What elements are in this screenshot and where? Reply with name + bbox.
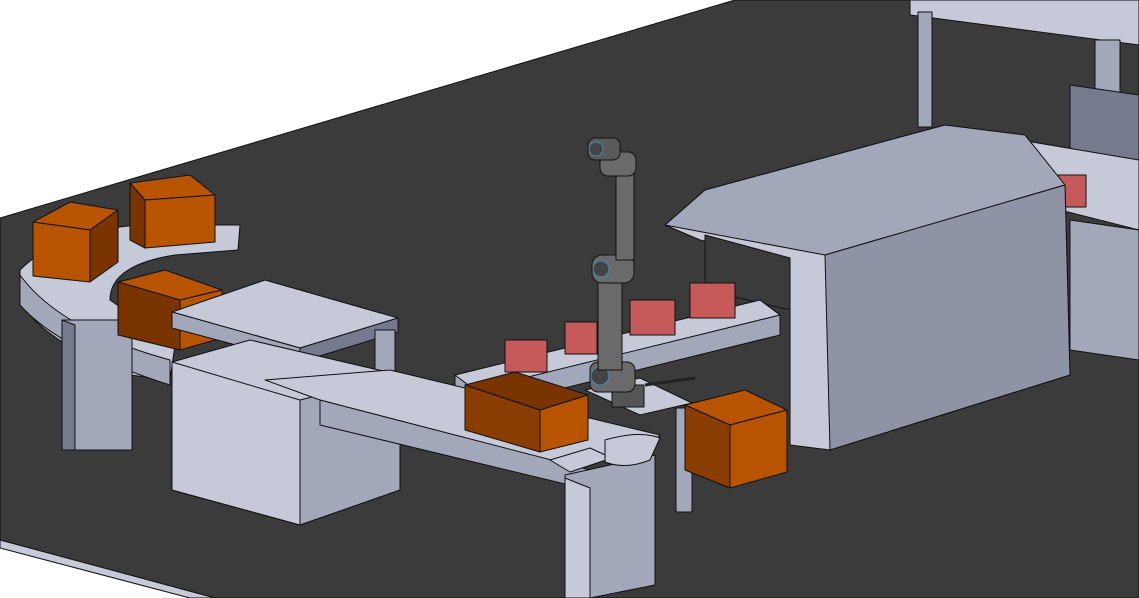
product — [504, 339, 548, 373]
cardboard-boxes — [32, 174, 223, 351]
floor-edge — [0, 539, 216, 598]
tunnel-machine — [664, 124, 1071, 451]
open-carton — [464, 371, 589, 453]
product — [629, 299, 676, 336]
back-frame — [909, 0, 1139, 361]
product — [564, 321, 598, 355]
product — [689, 282, 736, 319]
robot-arm — [587, 137, 696, 408]
